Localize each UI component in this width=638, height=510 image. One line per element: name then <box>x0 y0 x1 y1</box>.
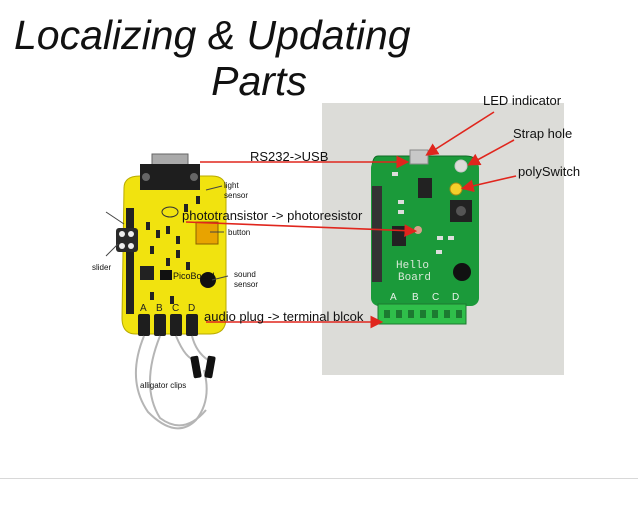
label-button: button <box>228 228 251 237</box>
chip <box>418 178 432 198</box>
right-pin-b: B <box>412 292 419 303</box>
label-sound-sensor: sound sensor <box>234 270 259 289</box>
usb-connector <box>409 149 429 165</box>
title-line-1: Localizing & Updating <box>14 12 411 58</box>
microphone <box>453 263 471 281</box>
arrow-polyswitch <box>460 175 517 193</box>
chip <box>392 226 406 246</box>
slide: Localizing & Updating Parts <box>0 12 638 479</box>
hello-board: Hello Board A B C D <box>371 149 479 325</box>
left-pin-c: C <box>172 303 179 314</box>
right-pin-a: A <box>390 292 397 303</box>
label-led-indicator: LED indicator <box>483 93 562 108</box>
strap-hole <box>454 159 468 173</box>
slider-track <box>126 208 134 314</box>
alligator-wires <box>135 335 209 430</box>
slider-knob <box>116 228 138 252</box>
left-pin-a: A <box>140 303 147 314</box>
photoresistor <box>414 226 422 234</box>
sound-sensor-component <box>200 272 216 288</box>
picoboard: PicoBoard A B C D <box>105 153 229 430</box>
arrow-strap-hole <box>467 139 515 166</box>
left-board-logo: PicoBoard <box>173 271 215 281</box>
slide-title: Localizing & Updating Parts <box>14 12 444 104</box>
figure: Hello Board A B C D <box>105 103 564 430</box>
light-sensor-component <box>161 206 179 218</box>
label-alligator-clips: alligator clips <box>140 381 187 390</box>
left-pin-b: B <box>156 303 163 314</box>
label-strap-hole: Strap hole <box>513 126 573 141</box>
bottom-strip <box>0 479 638 510</box>
chip <box>140 266 154 280</box>
arrow-led-indicator <box>425 111 495 156</box>
label-light-sensor: light sensor <box>224 181 249 200</box>
title-line-2: Parts <box>211 58 307 104</box>
label-audio-plug: audio plug -> terminal blcok <box>204 309 364 324</box>
logo-icon <box>160 270 172 280</box>
board-text-board: Board <box>398 272 431 284</box>
slider-header <box>372 186 382 282</box>
right-pin-c: C <box>432 292 439 303</box>
button-component <box>195 221 219 245</box>
label-rs232-usb: RS232->USB <box>250 149 329 164</box>
arrow-phototransistor <box>185 221 418 238</box>
label-polyswitch: polySwitch <box>518 164 581 179</box>
polyswitch-component <box>449 182 463 196</box>
right-pin-d: D <box>452 292 459 303</box>
label-slider: slider <box>92 263 112 272</box>
label-phototransistor: phototransistor -> photoresistor <box>182 208 363 223</box>
left-pin-d: D <box>188 303 195 314</box>
board-text-hello: Hello <box>396 260 429 272</box>
arrows <box>185 111 517 329</box>
